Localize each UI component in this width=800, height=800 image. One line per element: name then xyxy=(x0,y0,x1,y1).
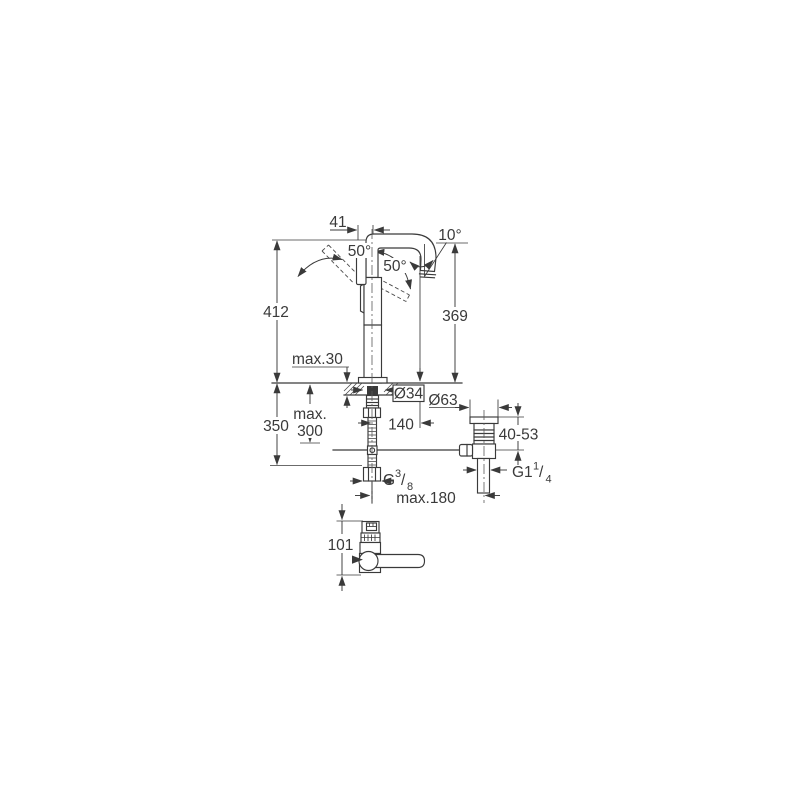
thread-g114: G1 1 / 4 xyxy=(463,461,552,486)
dim-50deg-right-label: 50° xyxy=(383,258,406,275)
dim-50deg-right: 50° xyxy=(381,258,409,275)
dim-max30: max.30 xyxy=(292,351,351,408)
dim-40-53: 40-53 xyxy=(496,403,542,465)
thread-g114-slash: / xyxy=(539,464,544,481)
lever-swing-right-dashed xyxy=(373,277,410,302)
side-view-spout-nub xyxy=(352,555,363,564)
dim-dia63: Ø63 xyxy=(428,392,512,417)
dim-40-53-label: 40-53 xyxy=(499,427,539,444)
dim-140-label: 140 xyxy=(388,417,414,434)
spout-angle-construction xyxy=(409,242,447,277)
thread-g38-prefix: G xyxy=(383,472,395,489)
dim-max180: max.180 xyxy=(355,490,500,507)
dim-10deg-label: 10° xyxy=(438,227,461,244)
dim-140: 140 xyxy=(358,416,434,434)
thread-g114-sub: 4 xyxy=(546,474,552,486)
dim-350-label: 350 xyxy=(263,418,289,435)
dim-369-label: 369 xyxy=(442,308,468,325)
thread-g38-slash: / xyxy=(401,472,406,489)
dim-412: 412 xyxy=(260,240,293,383)
reference-lines xyxy=(270,225,468,466)
thread-g114-prefix: G1 xyxy=(512,464,533,481)
dim-412-label: 412 xyxy=(263,304,289,321)
dim-41: 41 xyxy=(329,214,390,234)
centerlines xyxy=(371,229,485,503)
dim-max180-label: max.180 xyxy=(396,490,456,507)
dim-369: 369 xyxy=(439,243,471,383)
dim-50deg-left: 50° xyxy=(345,243,374,260)
dim-max30-label: max.30 xyxy=(292,351,343,368)
dim-50deg-left-label: 50° xyxy=(348,243,371,260)
dim-101-label: 101 xyxy=(328,537,354,554)
side-view-hinge xyxy=(358,550,379,572)
rod-knob xyxy=(458,443,474,457)
dim-101: 101 xyxy=(324,504,363,591)
pop-up-waste xyxy=(458,416,499,494)
thread-g114-sup: 1 xyxy=(533,461,539,473)
side-view-handle-bar xyxy=(370,553,426,569)
thread-g38-sub: 8 xyxy=(407,481,413,493)
dim-max300-label-1: max. xyxy=(293,406,327,423)
thread-g38: G 3 / 8 xyxy=(350,468,413,493)
dim-dia34-label: Ø34 xyxy=(394,386,424,403)
thread-g38-sup: 3 xyxy=(395,468,401,480)
base-plate xyxy=(357,376,388,384)
faucet-body xyxy=(357,276,388,384)
faucet-side-view xyxy=(352,520,426,574)
dim-41-label: 41 xyxy=(329,214,346,231)
swing-arc-left xyxy=(297,253,343,278)
dim-dia34: Ø34 xyxy=(351,384,425,403)
dim-max300: max. 300 xyxy=(292,384,329,443)
waste-tailpipe xyxy=(476,457,491,494)
dim-max300-label-2: 300 xyxy=(297,423,323,440)
dim-350: 350 xyxy=(260,383,293,466)
dim-dia63-label: Ø63 xyxy=(428,392,457,409)
